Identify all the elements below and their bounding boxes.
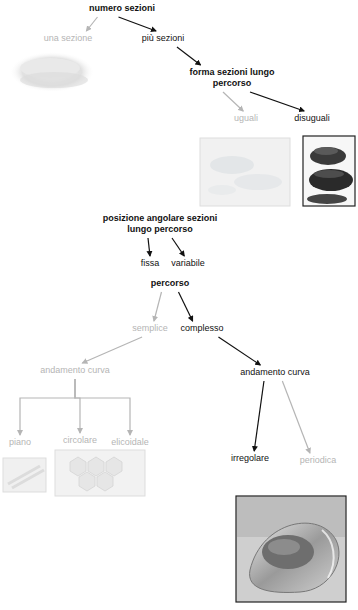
node-label: periodica — [300, 455, 337, 466]
tree-node: irregolare — [229, 452, 271, 465]
tree-arrow — [218, 337, 260, 365]
tree-arrow — [82, 337, 142, 363]
node-label: disuguali — [294, 113, 330, 124]
node-label: irregolare — [231, 453, 269, 464]
node-label: fissa — [141, 258, 160, 269]
tree-node: numero sezioni — [87, 2, 157, 15]
node-label: andamento curva — [240, 367, 310, 378]
tree-node: complesso — [178, 322, 225, 335]
tree-arrow — [154, 292, 162, 321]
tree-node: variabile — [169, 257, 207, 270]
tree-node: semplice — [130, 322, 170, 335]
tree-arrow — [86, 17, 97, 31]
node-label: semplice — [132, 323, 168, 334]
tree-node: uguali — [232, 112, 260, 125]
tree-arrow — [254, 381, 264, 451]
node-label: elicoidale — [111, 437, 149, 448]
node-label: una sezione — [44, 33, 93, 44]
node-label: numero sezioni — [89, 3, 155, 14]
tree-node: andamento curva — [38, 364, 112, 377]
node-label: posizione angolare sezioni lungo percors… — [102, 213, 218, 235]
node-label: circolare — [63, 435, 97, 446]
node-label: variabile — [171, 258, 205, 269]
tree-node: più sezioni — [140, 32, 187, 45]
tree-arrow — [282, 381, 310, 453]
tree-arrow — [20, 379, 75, 435]
tree-node: percorso — [149, 277, 192, 290]
tree-arrow — [177, 47, 201, 65]
tree-arrow — [75, 379, 80, 433]
tree-arrow — [250, 92, 304, 111]
node-label: andamento curva — [40, 365, 110, 376]
tree-node: andamento curva — [238, 366, 312, 379]
tree-node: fissa — [139, 257, 162, 270]
single-section-photo — [10, 52, 94, 92]
tree-node: disuguali — [292, 112, 332, 125]
tree-node: posizione angolare sezioni lungo percors… — [100, 212, 220, 236]
tree-arrow — [75, 379, 130, 435]
tree-arrow — [178, 292, 192, 321]
tree-arrow — [172, 238, 184, 256]
tree-arrow — [223, 92, 243, 111]
node-label: uguali — [234, 113, 258, 124]
irregular-curve-photo — [236, 496, 346, 602]
node-label: piano — [9, 437, 31, 448]
unequal-sections-photo — [303, 136, 355, 206]
tree-arrow — [118, 17, 156, 31]
tree-node: periodica — [298, 454, 339, 467]
node-label: complesso — [180, 323, 223, 334]
tree-node: circolare — [61, 434, 99, 447]
tree-node: elicoidale — [109, 436, 151, 449]
tree-node: forma sezioni lungo percorso — [187, 66, 277, 90]
tree-node: una sezione — [42, 32, 95, 45]
equal-sections-photo — [200, 138, 290, 206]
tree-arrow — [148, 238, 150, 256]
node-label: percorso — [151, 278, 190, 289]
simple-path-photos — [3, 450, 145, 496]
tree-node: piano — [7, 436, 33, 449]
node-label: forma sezioni lungo percorso — [189, 67, 275, 89]
node-label: più sezioni — [142, 33, 185, 44]
